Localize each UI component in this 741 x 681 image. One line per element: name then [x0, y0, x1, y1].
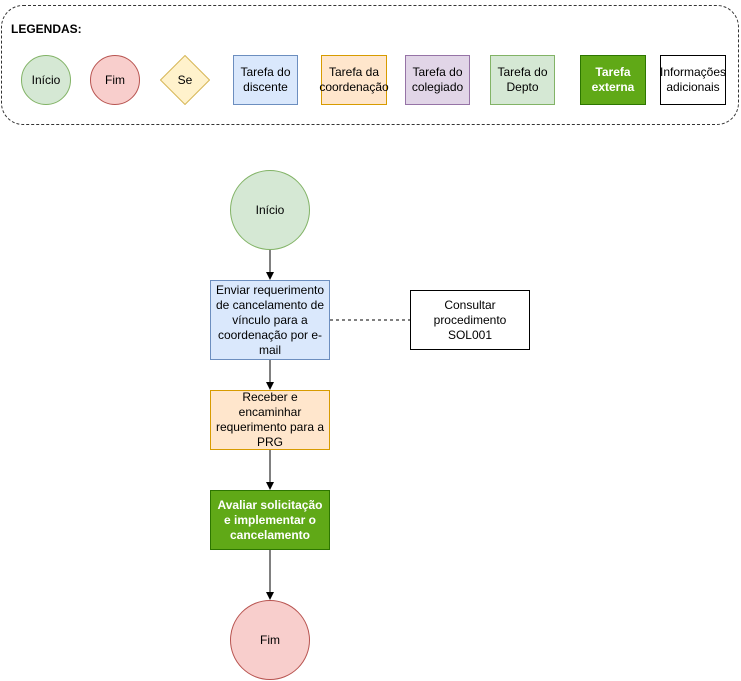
diamond-shape	[160, 55, 210, 105]
legend-student-task: Tarefa do discente	[233, 55, 298, 105]
legend-end-circle: Fim	[90, 55, 140, 105]
legend-decision-label: Se	[177, 73, 193, 87]
legend-title: LEGENDAS:	[11, 22, 82, 36]
flow-end-node: Fim	[230, 600, 310, 680]
legend-start-circle: Início	[21, 55, 71, 105]
legend-external-task: Tarefa externa	[580, 55, 646, 105]
legend-container	[1, 5, 739, 125]
legend-coordination-task: Tarefa da coordenação	[319, 55, 389, 105]
flow-start-node: Início	[230, 170, 310, 250]
legend-additional-info: Informações adicionais	[660, 55, 726, 105]
flow-step-send-request: Enviar requerimento de cancelamento de v…	[210, 280, 330, 360]
flow-note-consult-procedure: Consultar procedimento SOL001	[410, 290, 530, 350]
flow-step-evaluate-cancel: Avaliar solicitação e implementar o canc…	[210, 490, 330, 550]
flow-step-forward-request: Receber e encaminhar requerimento para a…	[210, 390, 330, 450]
legend-department-task: Tarefa do Depto	[490, 55, 555, 105]
legend-collegiate-task: Tarefa do colegiado	[405, 55, 470, 105]
legend-decision-diamond: Se	[160, 55, 210, 105]
